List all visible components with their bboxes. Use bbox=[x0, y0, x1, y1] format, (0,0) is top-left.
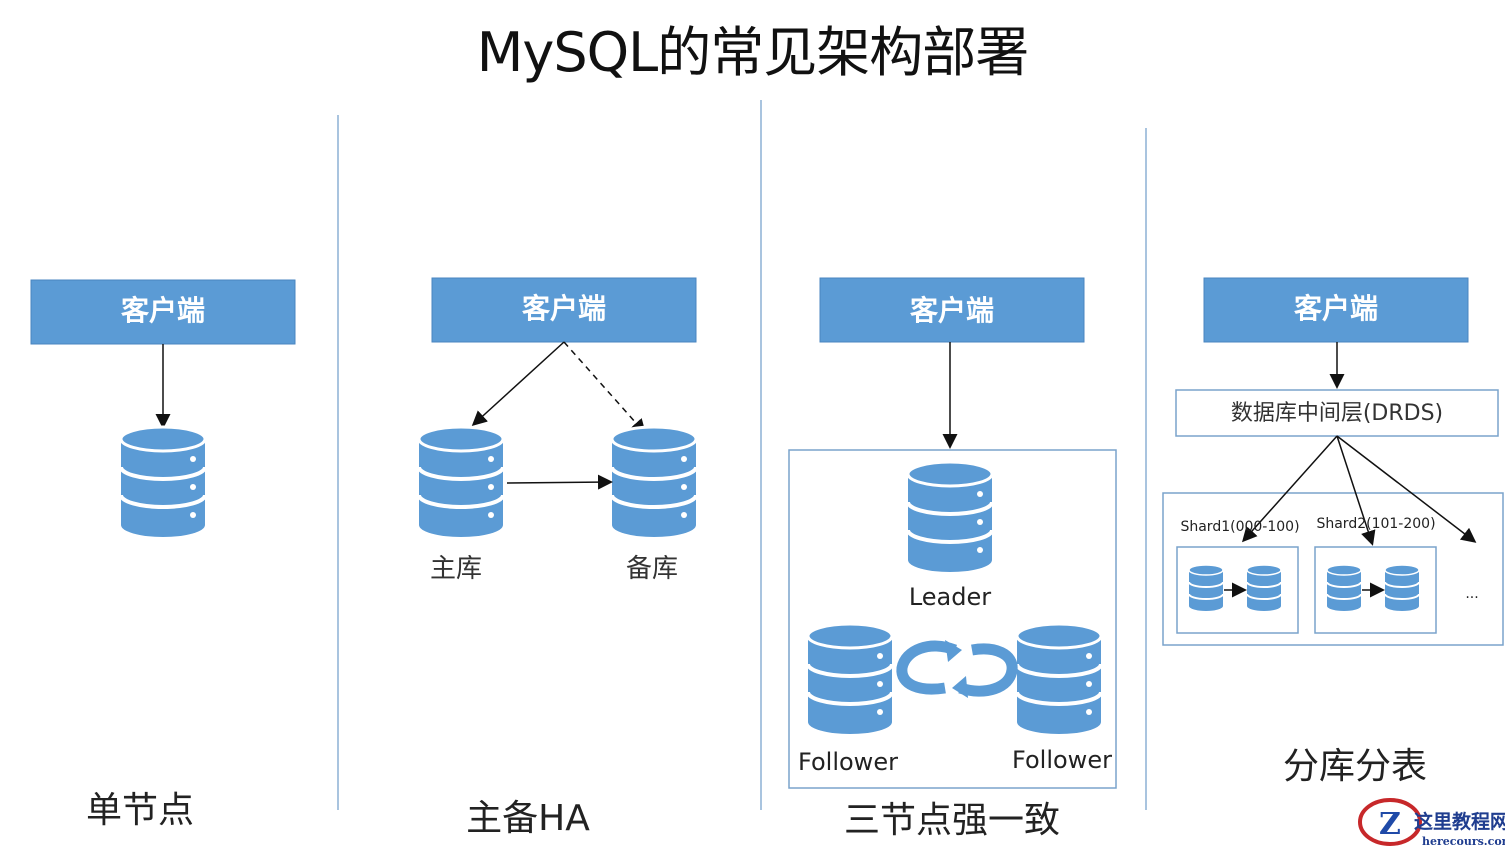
arrow-to-more bbox=[1336, 435, 1477, 543]
cluster-frame bbox=[788, 449, 1117, 789]
middleware-box bbox=[1175, 389, 1499, 437]
follower-database-icon bbox=[806, 622, 894, 736]
shard1-label: Shard1(000-100) bbox=[1180, 519, 1299, 535]
caption-sharding: 分库分表 bbox=[1283, 746, 1427, 787]
client-label: 客户端 bbox=[1294, 292, 1378, 325]
single-node-section: 客户端 单节点 bbox=[30, 279, 296, 831]
watermark: Z 这里教程网 herecours.com bbox=[1358, 798, 1505, 848]
page-title: MySQL的常见架构部署 bbox=[476, 21, 1029, 84]
shard2-primary-db-icon bbox=[1326, 564, 1362, 612]
arrow-to-shard2 bbox=[1336, 435, 1376, 546]
sharding-section: 客户端 数据库中间层(DRDS) Shard1(000-100) Shard2(… bbox=[1162, 277, 1504, 787]
standby-database-icon bbox=[610, 425, 698, 539]
client-box bbox=[431, 277, 697, 343]
leader-label: Leader bbox=[909, 583, 991, 611]
watermark-name: 这里教程网 bbox=[1414, 810, 1505, 833]
database-icon bbox=[119, 425, 207, 539]
ha-section: 客户端 主库 备库 主备HA bbox=[417, 277, 698, 839]
client-box bbox=[819, 277, 1085, 343]
caption-single-node: 单节点 bbox=[86, 790, 194, 831]
primary-label: 主库 bbox=[430, 554, 482, 584]
arrow-to-shard1 bbox=[1242, 435, 1338, 543]
follower-right-label: Follower bbox=[1012, 746, 1112, 774]
replication-arrow bbox=[506, 474, 613, 490]
shards-frame bbox=[1162, 492, 1504, 646]
sync-arrows-icon bbox=[896, 640, 1018, 698]
caption-three-node: 三节点强一致 bbox=[844, 800, 1060, 841]
watermark-url: herecours.com bbox=[1422, 835, 1505, 848]
svg-text:Z: Z bbox=[1379, 807, 1401, 842]
arrow-to-standby-dashed bbox=[563, 341, 646, 435]
three-node-section: 客户端 Leader Follower Follower 三节点强一致 bbox=[788, 277, 1117, 841]
client-label: 客户端 bbox=[522, 292, 606, 325]
more-shards-ellipsis: ... bbox=[1465, 586, 1478, 602]
shard1-primary-db-icon bbox=[1188, 564, 1224, 612]
client-label: 客户端 bbox=[910, 294, 994, 327]
client-box bbox=[1203, 277, 1469, 343]
caption-ha: 主备HA bbox=[466, 798, 590, 839]
shard1-replica-db-icon bbox=[1246, 564, 1282, 612]
arrow-to-primary bbox=[471, 341, 565, 427]
shard2-replica-db-icon bbox=[1384, 564, 1420, 612]
shard2-label: Shard2(101-200) bbox=[1316, 516, 1435, 532]
watermark-logo-icon bbox=[1358, 798, 1422, 846]
middleware-label: 数据库中间层(DRDS) bbox=[1231, 401, 1443, 426]
client-label: 客户端 bbox=[121, 294, 205, 327]
leader-database-icon bbox=[906, 460, 994, 574]
primary-database-icon bbox=[417, 425, 505, 539]
standby-label: 备库 bbox=[626, 554, 678, 584]
follower-database-icon bbox=[1015, 622, 1103, 736]
follower-left-label: Follower bbox=[798, 748, 898, 776]
